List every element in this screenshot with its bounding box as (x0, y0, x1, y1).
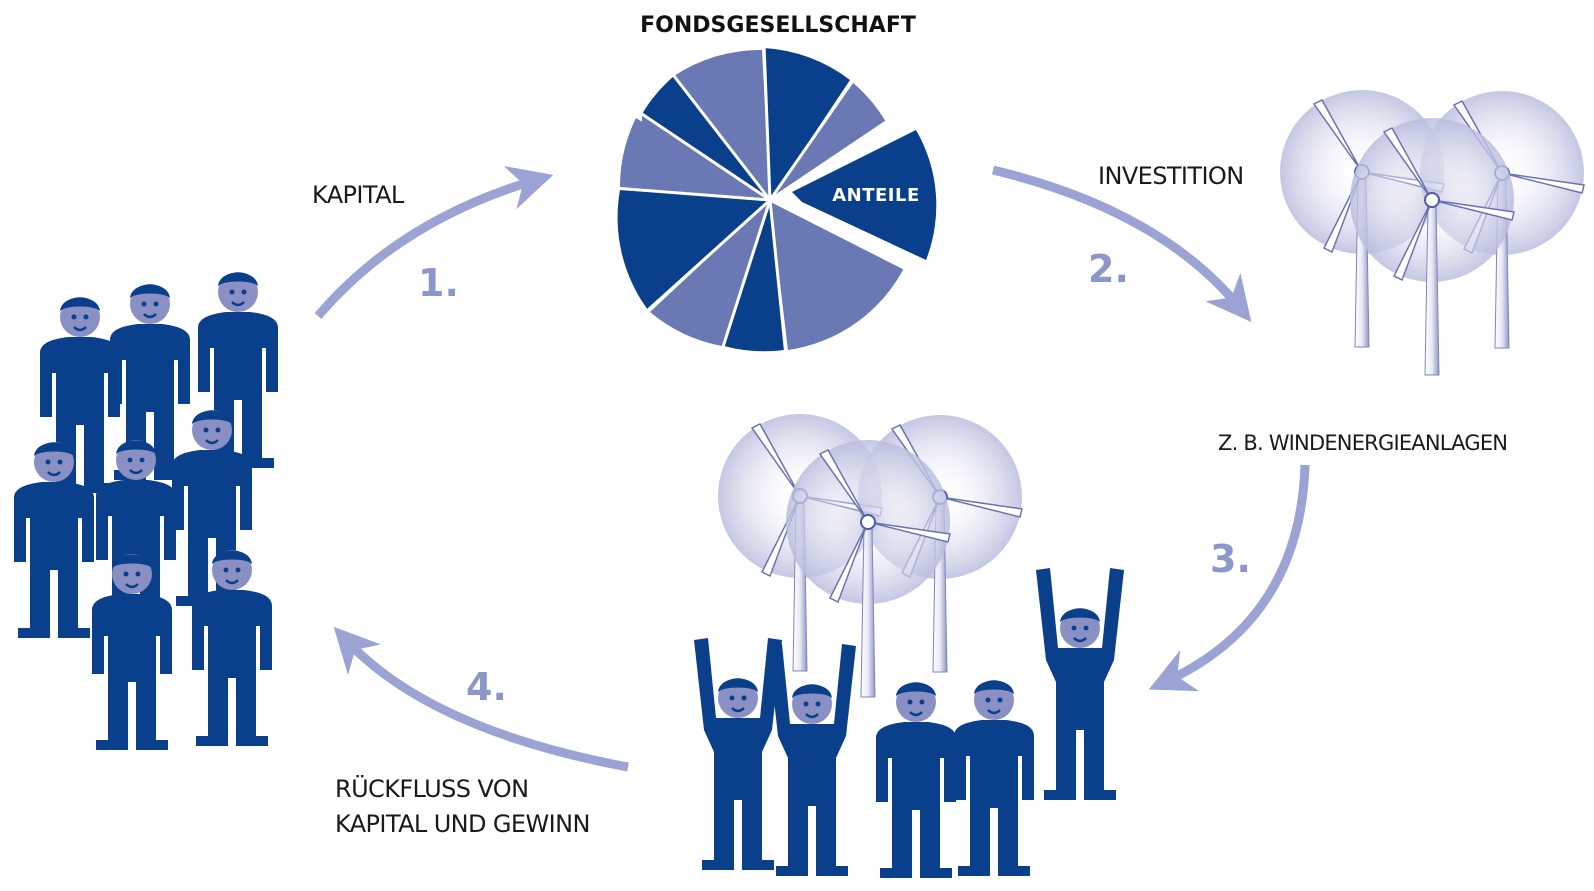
label-rueckfluss-1: RÜCKFLUSS VON (335, 774, 528, 803)
step-1: 1. (418, 261, 459, 305)
pie-slice (770, 200, 904, 350)
arrow-2-icon (991, 165, 1252, 322)
arrow-3-icon (1148, 464, 1310, 692)
turbines-top-right (1279, 89, 1585, 376)
pie-slice (650, 200, 770, 346)
label-kapital: KAPITAL (312, 181, 405, 209)
person-icon (874, 680, 958, 880)
anteile-label: ANTEILE (832, 185, 920, 206)
person-icon (952, 678, 1036, 878)
investors-group (12, 270, 280, 752)
person-icon (12, 440, 96, 640)
pie-slice (617, 190, 770, 310)
title-fondsgesellschaft: FONDSGESELLSCHAFT (640, 13, 916, 38)
step-4: 4. (466, 665, 507, 709)
person-icon (766, 642, 858, 878)
step-2: 2. (1088, 247, 1129, 291)
wind-turbine-icon (1349, 117, 1515, 376)
step-3: 3. (1210, 537, 1251, 581)
pie-slice (674, 49, 770, 200)
pie-slice-anteile (792, 130, 937, 260)
pie-slice (642, 76, 770, 200)
person-icon (692, 636, 784, 872)
turbines-bottom (717, 413, 1023, 698)
label-rueckfluss-2: KAPITAL UND GEWINN (335, 810, 590, 838)
arrow-4-icon (333, 626, 629, 772)
label-windenergie: Z. B. WINDENERGIEANLAGEN (1218, 431, 1507, 455)
person-icon (1034, 566, 1126, 802)
arrow-1-icon (314, 166, 554, 319)
pie-slice (724, 200, 784, 352)
wind-turbine-icon (785, 439, 951, 698)
pie-slice (764, 48, 850, 200)
pie-slice (619, 118, 770, 200)
pie-slice (770, 82, 886, 200)
returns-group (692, 566, 1126, 880)
label-investition: INVESTITION (1098, 162, 1244, 190)
fund-pie (613, 43, 937, 357)
